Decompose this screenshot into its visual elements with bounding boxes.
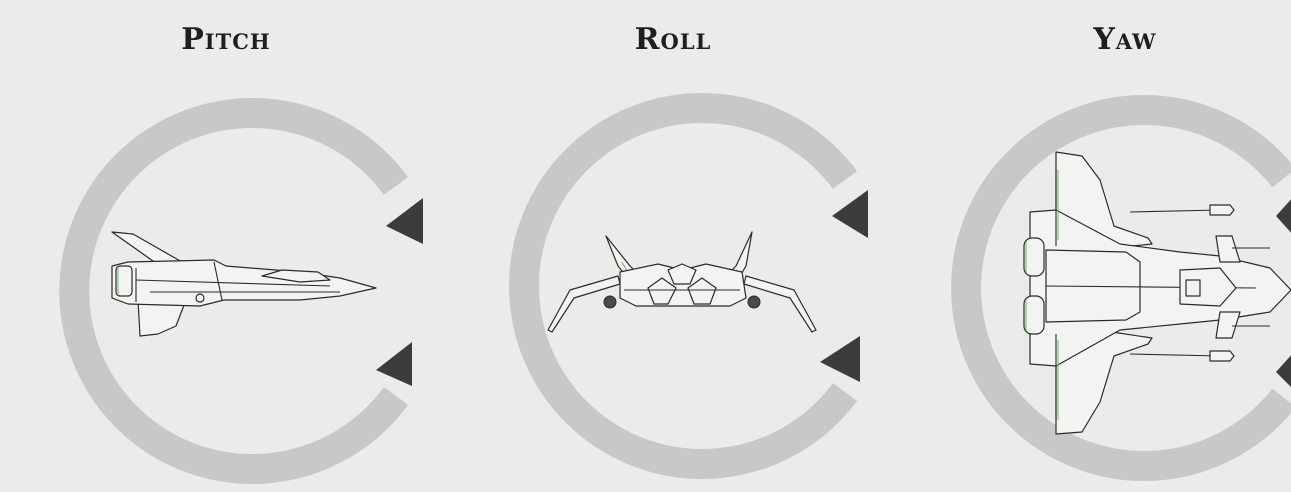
pitch-title: Pitch xyxy=(181,22,271,57)
roll-arrow-up-icon xyxy=(832,190,868,238)
roll-panel: Roll xyxy=(440,0,880,492)
roll-diagram xyxy=(509,93,868,479)
yaw-arrow-down-icon xyxy=(1276,355,1291,387)
roll-arrow-down-icon xyxy=(820,336,860,382)
pitch-rotation-ring xyxy=(59,98,409,484)
roll-title: Roll xyxy=(634,22,712,57)
yaw-panel: Yaw xyxy=(880,0,1291,492)
yaw-diagram xyxy=(951,95,1291,481)
pitch-panel: Pitch xyxy=(0,0,440,492)
yaw-arrow-up-icon xyxy=(1276,199,1291,233)
top-view-ship-icon xyxy=(1023,151,1291,435)
front-view-ship-icon xyxy=(547,231,817,333)
side-view-ship-icon xyxy=(111,231,377,337)
pitch-arrow-down-icon xyxy=(376,342,412,386)
yaw-title: Yaw xyxy=(1093,22,1157,57)
pitch-diagram xyxy=(59,98,423,484)
pitch-arrow-up-icon xyxy=(386,198,423,244)
roll-rotation-ring xyxy=(509,93,858,479)
yaw-rotation-ring xyxy=(951,95,1291,481)
